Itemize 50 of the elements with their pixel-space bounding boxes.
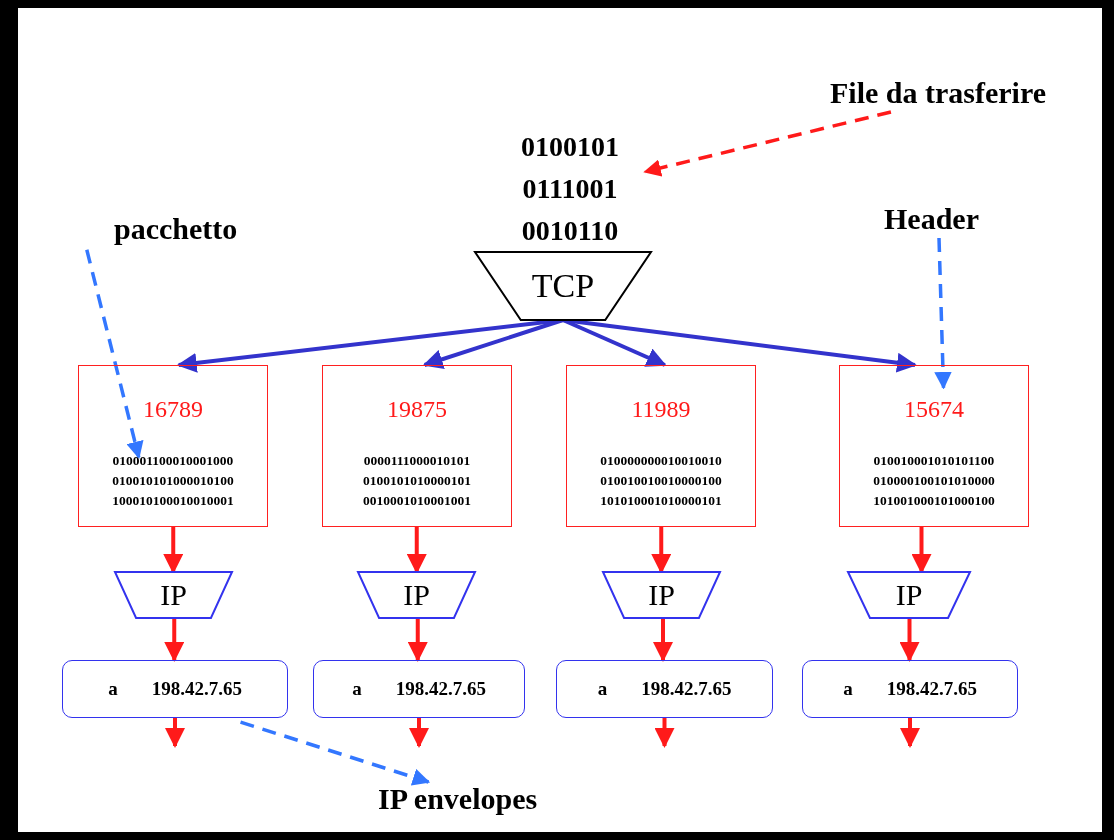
dashed-arrow xyxy=(934,237,952,390)
binary-payload-text: 010001100010001000 010010101000010100 100010100010010001 xyxy=(111,452,235,510)
protocol-label: TCP xyxy=(531,267,595,305)
dashed-arrow xyxy=(240,720,431,786)
text-label: IP envelopes xyxy=(378,782,588,822)
ip-address: 198.42.7.65 xyxy=(641,678,732,700)
text-label: Header xyxy=(884,202,1004,238)
packet-number: 11989 xyxy=(630,396,692,423)
arrow xyxy=(911,527,932,574)
arrow xyxy=(653,618,673,662)
text-label: pacchetto xyxy=(114,212,274,248)
protocol-label: IP xyxy=(403,578,430,612)
ip-address: 198.42.7.65 xyxy=(886,678,977,700)
packet-number: 16789 xyxy=(142,396,204,423)
protocol-label: IP xyxy=(895,578,923,612)
arrow xyxy=(163,527,184,574)
dashed-arrow xyxy=(643,110,892,177)
protocol-label: IP xyxy=(160,578,187,612)
address-prefix: a xyxy=(597,678,608,700)
binary-payload-text: 010000000010010010 010010010010000100 101010001010000101 xyxy=(599,452,723,510)
ip-envelope-box xyxy=(556,660,773,718)
packet-number: 19875 xyxy=(386,396,448,423)
binary-payload-text: 010010001010101100 010000100101010000 101001000101000100 xyxy=(872,452,996,510)
text-label: File da trasferire xyxy=(830,76,1100,112)
arrow xyxy=(654,718,675,748)
arrow xyxy=(165,718,185,748)
packet-box xyxy=(78,365,268,527)
arrow xyxy=(899,618,920,662)
packet-box xyxy=(566,365,756,527)
address-prefix: a xyxy=(843,678,853,700)
binary-data-text: 0100101 0111001 0010110 xyxy=(495,126,645,254)
address-prefix: a xyxy=(352,678,362,700)
packet-box xyxy=(322,365,512,527)
ip-envelope-box xyxy=(313,660,525,718)
ip-address: 198.42.7.65 xyxy=(151,678,242,700)
ip-envelope-box xyxy=(62,660,288,718)
arrow xyxy=(407,618,428,662)
arrow xyxy=(406,527,427,574)
ip-envelope-box xyxy=(802,660,1018,718)
arrow xyxy=(900,718,920,748)
arrow xyxy=(651,527,672,574)
binary-payload-text: 0000111000010101 0100101010000101 0010001010001001 xyxy=(362,452,472,510)
protocol-label: IP xyxy=(648,578,675,612)
arrow xyxy=(164,618,185,662)
packet-box xyxy=(839,365,1029,527)
ip-address: 198.42.7.65 xyxy=(395,678,486,700)
packet-number: 15674 xyxy=(903,396,965,423)
arrow xyxy=(409,718,429,748)
dashed-arrow xyxy=(85,249,144,460)
address-prefix: a xyxy=(108,678,118,700)
